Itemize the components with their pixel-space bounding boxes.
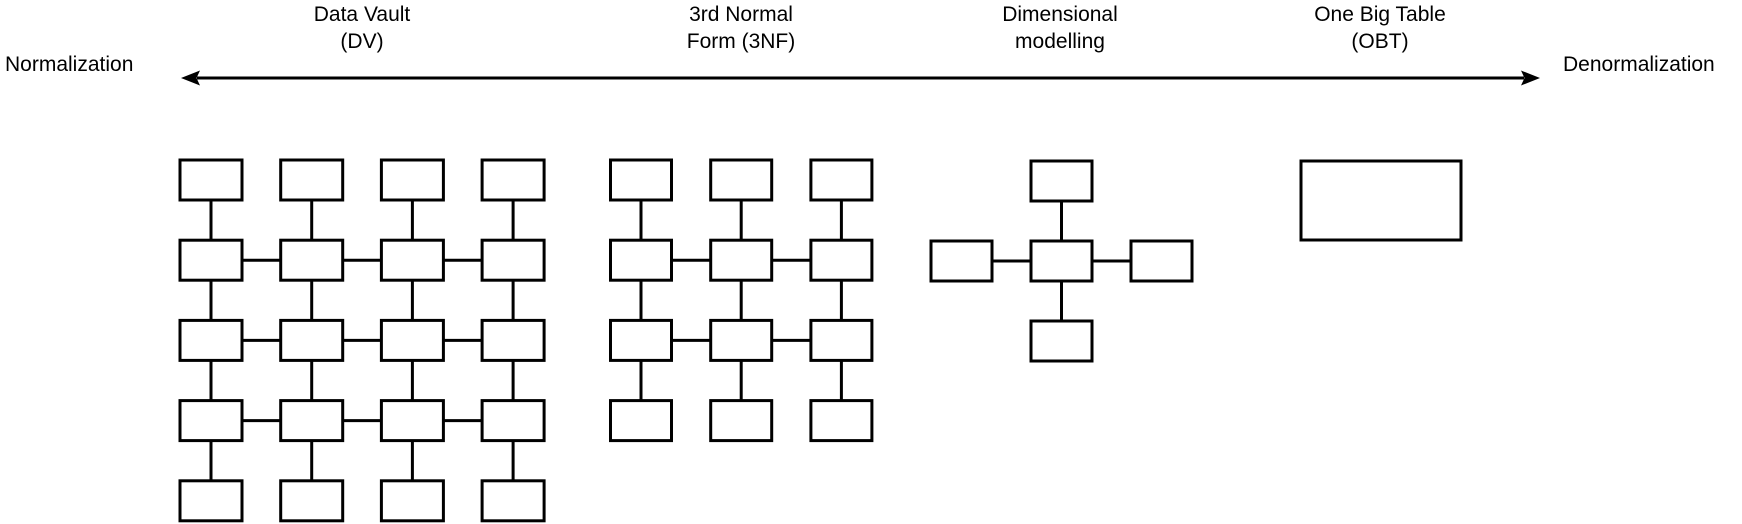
dim-dimension-table-box bbox=[1129, 239, 1194, 283]
obt-big-table-box bbox=[1299, 159, 1463, 242]
nf3-table-box bbox=[709, 158, 774, 202]
model-label-obt: One Big Table (OBT) bbox=[1314, 1, 1446, 55]
model-label-line: modelling bbox=[1015, 30, 1105, 53]
nf3-table-box bbox=[809, 399, 874, 443]
dv-table-box bbox=[480, 399, 546, 443]
dv-table-box bbox=[279, 318, 345, 362]
dim-fact-table-box bbox=[1029, 239, 1094, 283]
model-label-3nf: 3rd Normal Form (3NF) bbox=[687, 1, 796, 55]
dv-table-box bbox=[480, 158, 546, 202]
nf3-table-box bbox=[609, 318, 673, 362]
dv-table-box bbox=[379, 158, 445, 202]
model-label-line: (DV) bbox=[340, 30, 384, 53]
dim-dimension-table-box bbox=[1029, 159, 1094, 203]
dv-table-box bbox=[279, 479, 345, 523]
model-label-line: One Big Table bbox=[1314, 3, 1446, 26]
nf3-table-box bbox=[709, 238, 774, 282]
dv-table-box bbox=[178, 158, 244, 202]
dv-table-box bbox=[178, 318, 244, 362]
nf3-table-box bbox=[709, 318, 774, 362]
dv-table-box bbox=[178, 479, 244, 523]
dv-table-box bbox=[279, 158, 345, 202]
nf3-table-box bbox=[609, 158, 673, 202]
dv-table-box bbox=[178, 238, 244, 282]
dim-dimension-table-box bbox=[1029, 319, 1094, 363]
model-label-data-vault: Data Vault (DV) bbox=[314, 1, 411, 55]
dv-table-box bbox=[480, 238, 546, 282]
dv-table-box bbox=[379, 238, 445, 282]
left-arrowhead-icon bbox=[181, 70, 200, 86]
right-arrowhead-icon bbox=[1521, 70, 1540, 86]
nf3-table-box bbox=[809, 318, 874, 362]
nf3-table-box bbox=[609, 238, 673, 282]
nf3-table-box bbox=[709, 399, 774, 443]
normalization-label: Normalization bbox=[5, 53, 134, 76]
nf3-table-box bbox=[809, 158, 874, 202]
dv-table-box bbox=[279, 399, 345, 443]
denormalization-label: Denormalization bbox=[1563, 53, 1715, 76]
nf3-table-box bbox=[609, 399, 673, 443]
dv-table-box bbox=[379, 318, 445, 362]
nf3-table-box bbox=[809, 238, 874, 282]
model-label-line: Data Vault bbox=[313, 3, 411, 26]
model-label-line: 3rd Normal bbox=[689, 3, 793, 26]
model-label-line: Form (3NF) bbox=[686, 30, 796, 53]
dv-table-box bbox=[178, 399, 244, 443]
dv-table-box bbox=[379, 479, 445, 523]
dv-table-box bbox=[480, 479, 546, 523]
model-label-line: Dimensional bbox=[1002, 3, 1118, 26]
dim-dimension-table-box bbox=[929, 239, 994, 283]
model-label-dimensional: Dimensional modelling bbox=[1002, 1, 1118, 55]
dv-table-box bbox=[379, 399, 445, 443]
model-label-line: (OBT) bbox=[1351, 30, 1409, 53]
dv-table-box bbox=[279, 238, 345, 282]
dv-table-box bbox=[480, 318, 546, 362]
